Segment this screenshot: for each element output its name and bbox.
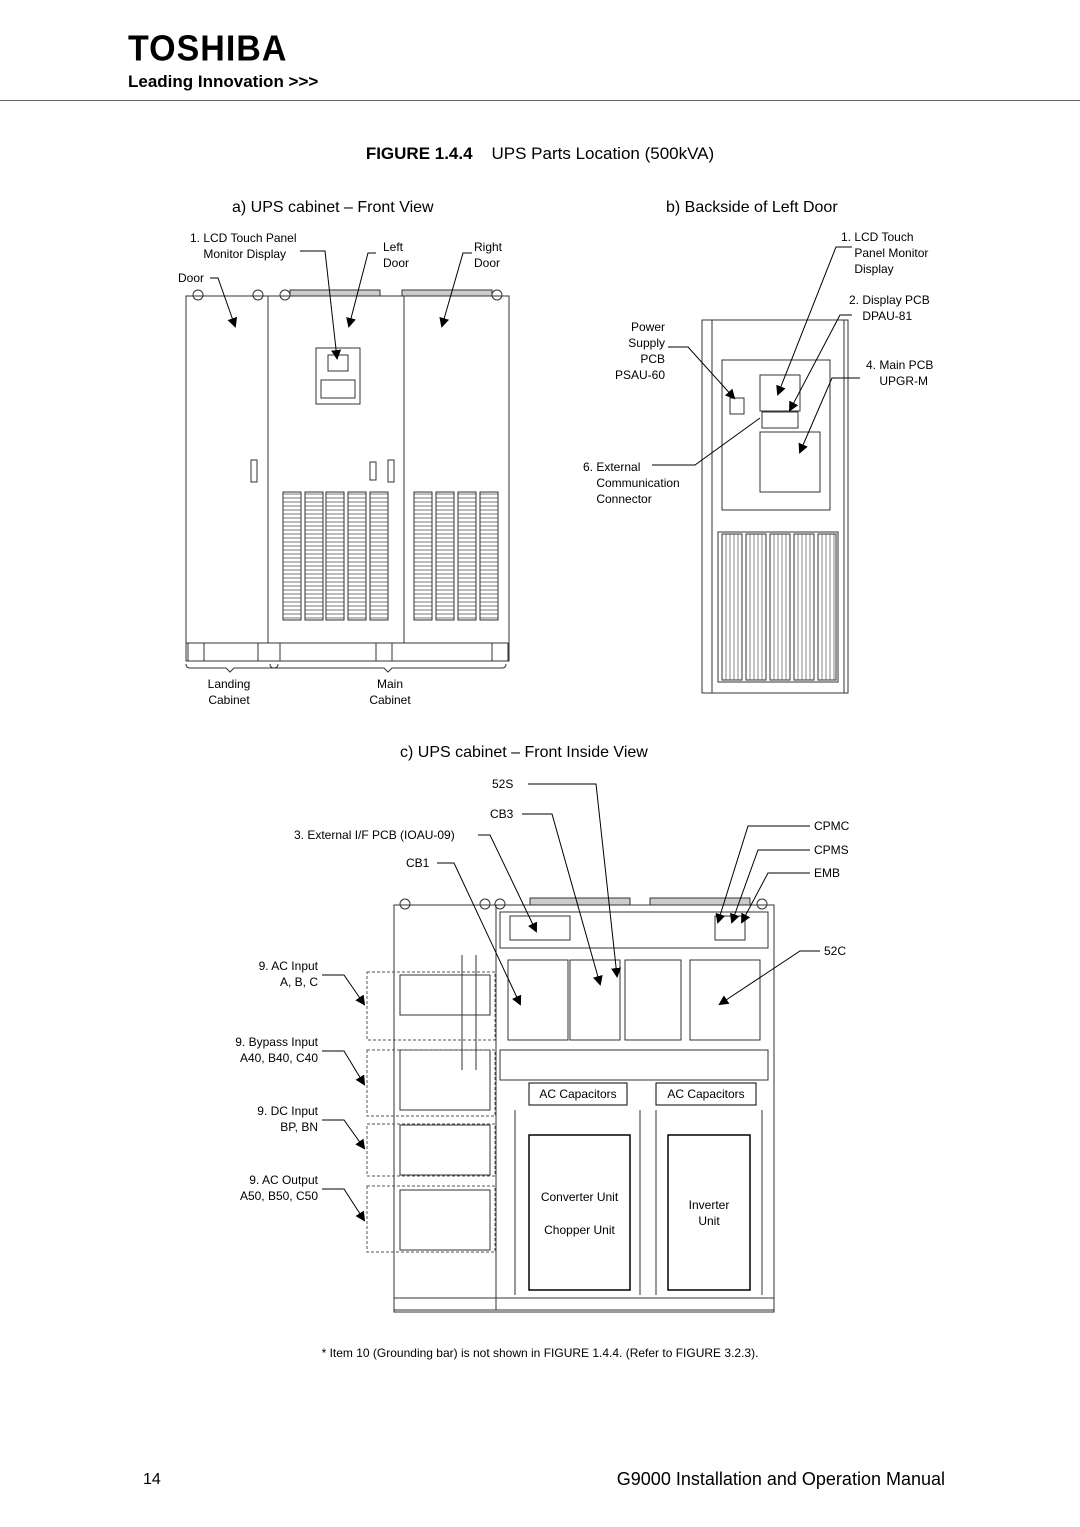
page-number: 14 xyxy=(143,1471,161,1488)
label-left-door: Left Door xyxy=(383,240,410,270)
inside-view-cabinet xyxy=(393,897,775,1313)
label-main-pcb: 4. Main PCB UPGR-M xyxy=(866,358,934,388)
figure-number: FIGURE 1.4.4 xyxy=(365,144,473,163)
label-power-supply-pcb: Power Supply PCB PSAU-60 xyxy=(614,320,665,382)
toshiba-logo: TOSHIBA xyxy=(128,29,288,69)
door-backside-leaders xyxy=(652,246,860,466)
label-52s: 52S xyxy=(492,777,514,791)
label-door: Door xyxy=(178,271,205,285)
label-ac-input: 9. AC Input A, B, C xyxy=(258,959,318,989)
label-ac-output: 9. AC Output A50, B50, C50 xyxy=(239,1173,318,1203)
label-cpmc: CPMC xyxy=(814,819,850,833)
label-landing-cabinet: Landing Cabinet xyxy=(207,677,251,707)
label-external-if-pcb: 3. External I/F PCB (IOAU-09) xyxy=(294,828,455,842)
label-ac-capacitors-right: AC Capacitors xyxy=(667,1087,745,1101)
label-52c: 52C xyxy=(824,944,847,958)
manual-title: G9000 Installation and Operation Manual xyxy=(616,1469,945,1489)
label-dc-input: 9. DC Input BP, BN xyxy=(257,1104,318,1134)
backside-view-title: b) Backside of Left Door xyxy=(666,199,838,216)
label-cb3: CB3 xyxy=(490,807,514,821)
label-lcd-touch-panel: 1. LCD Touch Panel Monitor Display xyxy=(190,231,297,261)
tagline: Leading Innovation >>> xyxy=(128,72,319,91)
label-inverter-unit: Inverter Unit xyxy=(688,1198,730,1228)
label-main-cabinet: Main Cabinet xyxy=(369,677,411,707)
label-emb: EMB xyxy=(814,866,841,880)
figure-title: FIGURE 1.4.4 UPS Parts Location (500kVA) xyxy=(0,144,1080,164)
figure-caption: UPS Parts Location (500kVA) xyxy=(491,144,715,163)
door-backside xyxy=(701,319,849,694)
front-view-cabinet xyxy=(185,289,510,673)
label-bypass-input: 9. Bypass Input A40, B40, C40 xyxy=(235,1035,318,1065)
label-lcd-touch-monitor: 1. LCD Touch Panel Monitor Display xyxy=(841,230,929,276)
label-cb1: CB1 xyxy=(406,856,430,870)
footnote: * Item 10 (Grounding bar) is not shown i… xyxy=(321,1346,759,1360)
inside-view-leaders xyxy=(322,783,820,1222)
front-view-leaders xyxy=(210,250,472,360)
label-display-pcb: 2. Display PCB DPAU-81 xyxy=(849,293,930,323)
label-cpms: CPMS xyxy=(814,843,849,857)
label-external-communication: 6. External Communication Connector xyxy=(583,460,680,506)
label-chopper-unit: Chopper Unit xyxy=(544,1223,615,1237)
inside-view-title: c) UPS cabinet – Front Inside View xyxy=(400,744,648,761)
label-ac-capacitors-left: AC Capacitors xyxy=(539,1087,617,1101)
label-converter-unit: Converter Unit xyxy=(540,1190,619,1204)
terminal-dashed-boxes xyxy=(366,971,496,1253)
header-divider xyxy=(0,100,1080,101)
label-right-door: Right Door xyxy=(474,240,503,270)
front-view-title: a) UPS cabinet – Front View xyxy=(232,199,434,216)
